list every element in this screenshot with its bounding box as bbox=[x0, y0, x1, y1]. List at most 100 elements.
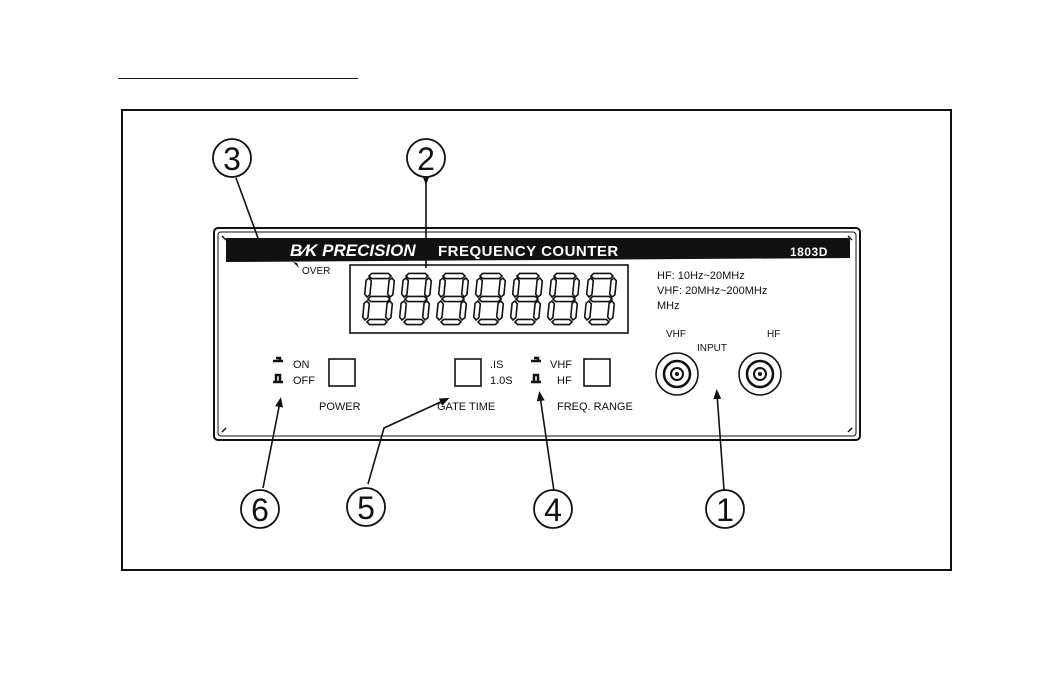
gate-time-label: GATE TIME bbox=[437, 401, 495, 413]
svg-text:5: 5 bbox=[357, 490, 375, 526]
callout-4: 4 bbox=[534, 490, 572, 528]
digit-segment bbox=[480, 273, 502, 278]
svg-text:4: 4 bbox=[544, 492, 562, 528]
switch-up-icon bbox=[273, 358, 283, 361]
digit-segment bbox=[553, 296, 575, 301]
digit-segment bbox=[589, 319, 609, 324]
leader-4 bbox=[540, 396, 555, 498]
digit-segment bbox=[476, 278, 483, 297]
spec-hf: HF: 10Hz~20MHz bbox=[657, 270, 745, 282]
over-indicator-icon bbox=[293, 262, 299, 268]
digit-segment bbox=[368, 296, 390, 301]
svg-text:1: 1 bbox=[716, 492, 734, 528]
digit-segment bbox=[478, 319, 498, 324]
freq-range-switch[interactable]: VHF HF FREQ. RANGE bbox=[531, 358, 633, 413]
digit-segment bbox=[536, 278, 543, 297]
digit-segment bbox=[608, 301, 615, 320]
display-digit bbox=[511, 273, 543, 324]
title-band: B⁄K PRECISION FREQUENCY COUNTER 1803D bbox=[226, 238, 850, 262]
switch-up-icon bbox=[531, 358, 541, 361]
digit-segment bbox=[367, 319, 387, 324]
digit-segment bbox=[571, 301, 578, 320]
digit-segment bbox=[573, 278, 580, 297]
over-label: OVER bbox=[302, 266, 330, 277]
hf-input-jack[interactable] bbox=[739, 353, 781, 395]
vhf-input-jack[interactable] bbox=[656, 353, 698, 395]
digit-segment bbox=[439, 278, 446, 297]
range-hf-label: HF bbox=[557, 375, 572, 387]
digit-segment bbox=[497, 301, 504, 320]
display-digit bbox=[437, 273, 469, 324]
digit-segment bbox=[363, 301, 370, 320]
callout-6: 6 bbox=[241, 490, 279, 528]
callout-3: 3 bbox=[213, 139, 251, 177]
digit-segment bbox=[534, 301, 541, 320]
gate-long-label: 1.0S bbox=[490, 375, 513, 387]
input-label: INPUT bbox=[697, 343, 727, 354]
display-digit bbox=[400, 273, 432, 324]
digit-segment bbox=[386, 301, 393, 320]
display-digit bbox=[585, 273, 617, 324]
input-connectors: VHF HF INPUT bbox=[656, 329, 781, 395]
callout-2: 2 bbox=[407, 139, 445, 177]
digit-segment bbox=[388, 278, 395, 297]
model-number: 1803D bbox=[790, 245, 828, 259]
leader-1 bbox=[717, 394, 724, 490]
digit-segment bbox=[552, 319, 572, 324]
svg-text:2: 2 bbox=[417, 141, 435, 177]
input-hf-label: HF bbox=[767, 329, 780, 340]
callout-1: 1 bbox=[706, 490, 744, 528]
leader-6 bbox=[263, 402, 280, 488]
digit-segment bbox=[587, 278, 594, 297]
power-label: POWER bbox=[319, 401, 361, 413]
power-on-label: ON bbox=[293, 359, 310, 371]
switch-down-icon bbox=[531, 375, 541, 382]
power-switch[interactable]: ON OFF POWER bbox=[273, 358, 361, 413]
digit-segment bbox=[474, 301, 481, 320]
leader-5 bbox=[368, 400, 445, 484]
digit-segment bbox=[405, 296, 427, 301]
digit-segment bbox=[462, 278, 469, 297]
digit-segment bbox=[511, 301, 518, 320]
digit-segment bbox=[585, 301, 592, 320]
digit-segment bbox=[513, 278, 520, 297]
freq-range-label: FREQ. RANGE bbox=[557, 401, 633, 413]
display-digit bbox=[363, 273, 395, 324]
switch-down-icon bbox=[273, 375, 283, 382]
digit-segment bbox=[460, 301, 467, 320]
display-digits-text: 8888888 bbox=[0, 0, 4, 1]
spec-vhf: VHF: 20MHz~200MHz bbox=[657, 285, 767, 297]
digit-segment bbox=[442, 296, 464, 301]
digit-segment bbox=[406, 273, 428, 278]
digit-segment bbox=[517, 273, 539, 278]
digit-segment bbox=[423, 301, 430, 320]
digit-segment bbox=[437, 301, 444, 320]
digit-segment bbox=[425, 278, 432, 297]
freq-range-button[interactable] bbox=[584, 359, 610, 386]
power-off-label: OFF bbox=[293, 375, 315, 387]
callout-5: 5 bbox=[347, 488, 385, 526]
power-button[interactable] bbox=[329, 359, 355, 386]
led-display: 8888888 bbox=[0, 0, 628, 333]
gate-time-button[interactable] bbox=[455, 359, 481, 386]
digit-segment bbox=[400, 301, 407, 320]
digit-segment bbox=[365, 278, 372, 297]
digit-segment bbox=[515, 319, 535, 324]
digit-segment bbox=[369, 273, 391, 278]
digit-segment bbox=[590, 296, 612, 301]
svg-text:3: 3 bbox=[223, 141, 241, 177]
digit-segment bbox=[402, 278, 409, 297]
display-digit bbox=[474, 273, 506, 324]
display-digits bbox=[363, 273, 617, 324]
svg-text:6: 6 bbox=[251, 492, 269, 528]
spec-unit: MHz bbox=[657, 300, 680, 312]
digit-segment bbox=[516, 296, 538, 301]
callout-leaders bbox=[236, 178, 724, 498]
digit-segment bbox=[479, 296, 501, 301]
gate-time-switch[interactable]: .IS 1.0S GATE TIME bbox=[437, 359, 513, 413]
input-vhf-label: VHF bbox=[666, 329, 686, 340]
digit-segment bbox=[591, 273, 613, 278]
digit-segment bbox=[548, 301, 555, 320]
digit-segment bbox=[441, 319, 461, 324]
